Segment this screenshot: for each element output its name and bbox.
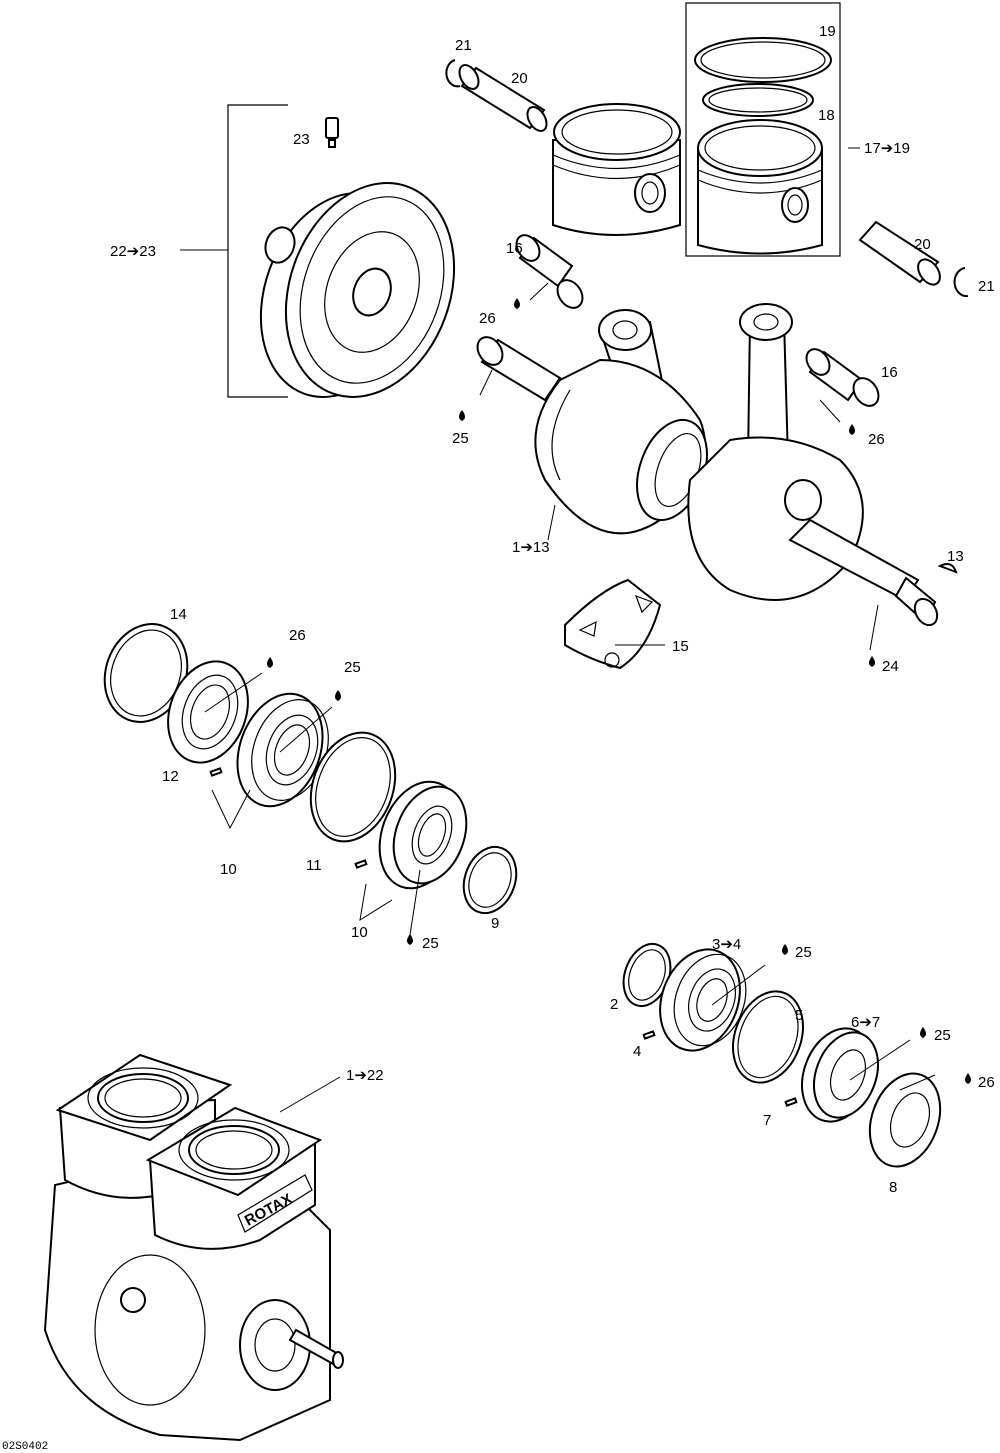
drop-icon	[869, 656, 875, 667]
dowel-pin-4	[642, 1030, 656, 1040]
callout-14: 14	[170, 606, 187, 623]
callout-26-seal-8: 26	[978, 1074, 995, 1091]
callout-22-23: 22➔23	[110, 243, 156, 260]
callout-labels: 19 21 20 18 17➔19 23 22➔23 16 26 20 21 1…	[2, 23, 995, 1453]
piston-left	[552, 103, 681, 236]
callout-26-left: 26	[479, 310, 496, 327]
callout-6-7: 6➔7	[851, 1014, 880, 1031]
callout-25-seal: 25	[422, 935, 439, 952]
drop-icon	[849, 424, 855, 435]
woodruff-key-13	[937, 563, 958, 574]
oring-14	[103, 623, 189, 723]
callout-3-4: 3➔4	[712, 936, 741, 953]
callout-8: 8	[889, 1179, 897, 1196]
engine-block: ROTAX	[43, 1053, 344, 1442]
piston-kit-piston	[697, 119, 823, 255]
oring-11	[309, 731, 397, 843]
needle-bearing-16-left	[515, 234, 584, 309]
lubricant-drops	[267, 298, 971, 1084]
shim-9	[462, 845, 518, 915]
callout-26-right: 26	[868, 431, 885, 448]
seal-12	[167, 660, 249, 764]
callout-23: 23	[293, 131, 310, 148]
leader-lines	[204, 282, 936, 1113]
callout-25-right-bearing: 25	[795, 944, 812, 961]
dowel-pin-10b	[354, 859, 368, 869]
half-ring-15	[564, 578, 662, 670]
oring-5	[732, 990, 804, 1084]
drop-icon	[267, 657, 273, 668]
leader-10b	[359, 883, 393, 922]
callout-10-left: 10	[220, 861, 237, 878]
drop-icon	[920, 1027, 926, 1038]
callout-4: 4	[633, 1043, 641, 1060]
ball-bearing-left	[236, 692, 329, 808]
callout-5: 5	[795, 1007, 803, 1024]
callout-21-top: 21	[455, 37, 472, 54]
drop-icon	[965, 1073, 971, 1084]
callout-20-right: 20	[914, 236, 931, 253]
callout-11: 11	[306, 857, 322, 874]
drop-icon	[407, 934, 413, 945]
dowel-pin-10a	[209, 767, 223, 777]
seal-8	[868, 1072, 942, 1168]
callout-1-22: 1➔22	[346, 1067, 384, 1084]
callout-13: 13	[947, 548, 964, 565]
drawing-code: 02S0402	[2, 1441, 48, 1453]
drop-icon	[514, 298, 520, 309]
bearing-6	[801, 1027, 879, 1123]
callout-9: 9	[491, 915, 499, 932]
piston-kit-frame	[685, 2, 841, 257]
callout-16-left: 16	[506, 240, 523, 257]
grease-fitting-23	[325, 117, 339, 148]
callout-15: 15	[672, 638, 689, 655]
ball-bearing-3	[659, 948, 747, 1052]
callout-10-right: 10	[351, 924, 368, 941]
leader-10a	[211, 789, 251, 830]
callout-2: 2	[610, 996, 618, 1013]
callout-17-19: 17➔19	[864, 140, 910, 157]
piston-pin-20-right	[858, 220, 941, 286]
dowel-pin-7	[784, 1097, 798, 1107]
callout-24: 24	[882, 658, 899, 675]
piston-pin-20-top	[458, 64, 548, 132]
callout-16-right: 16	[881, 364, 898, 381]
drop-icon	[782, 944, 788, 955]
callout-25-bearing: 25	[344, 659, 361, 676]
flywheel-drum	[180, 104, 456, 398]
circlip-21-top	[445, 59, 461, 88]
piston-ring-19	[694, 37, 832, 83]
piston-kit-group	[685, 2, 860, 257]
drop-icon	[335, 690, 341, 701]
circlip-21-right	[953, 267, 969, 298]
callout-26-seal: 26	[289, 627, 306, 644]
needle-bearing-16-right	[805, 348, 880, 407]
callout-21-right: 21	[978, 278, 995, 295]
callout-25-bearing-6: 25	[934, 1027, 951, 1044]
callout-1-13: 1➔13	[512, 539, 550, 556]
bearing-seal-assembly	[378, 780, 468, 890]
callout-19: 19	[819, 23, 836, 40]
crankshaft	[476, 303, 939, 627]
callout-12: 12	[162, 768, 179, 785]
drop-icon	[459, 410, 465, 421]
callout-20-top: 20	[511, 70, 528, 87]
callout-7: 7	[763, 1112, 771, 1129]
piston-ring-18	[702, 83, 814, 117]
callout-18: 18	[818, 107, 835, 124]
callout-25-crank: 25	[452, 430, 469, 447]
